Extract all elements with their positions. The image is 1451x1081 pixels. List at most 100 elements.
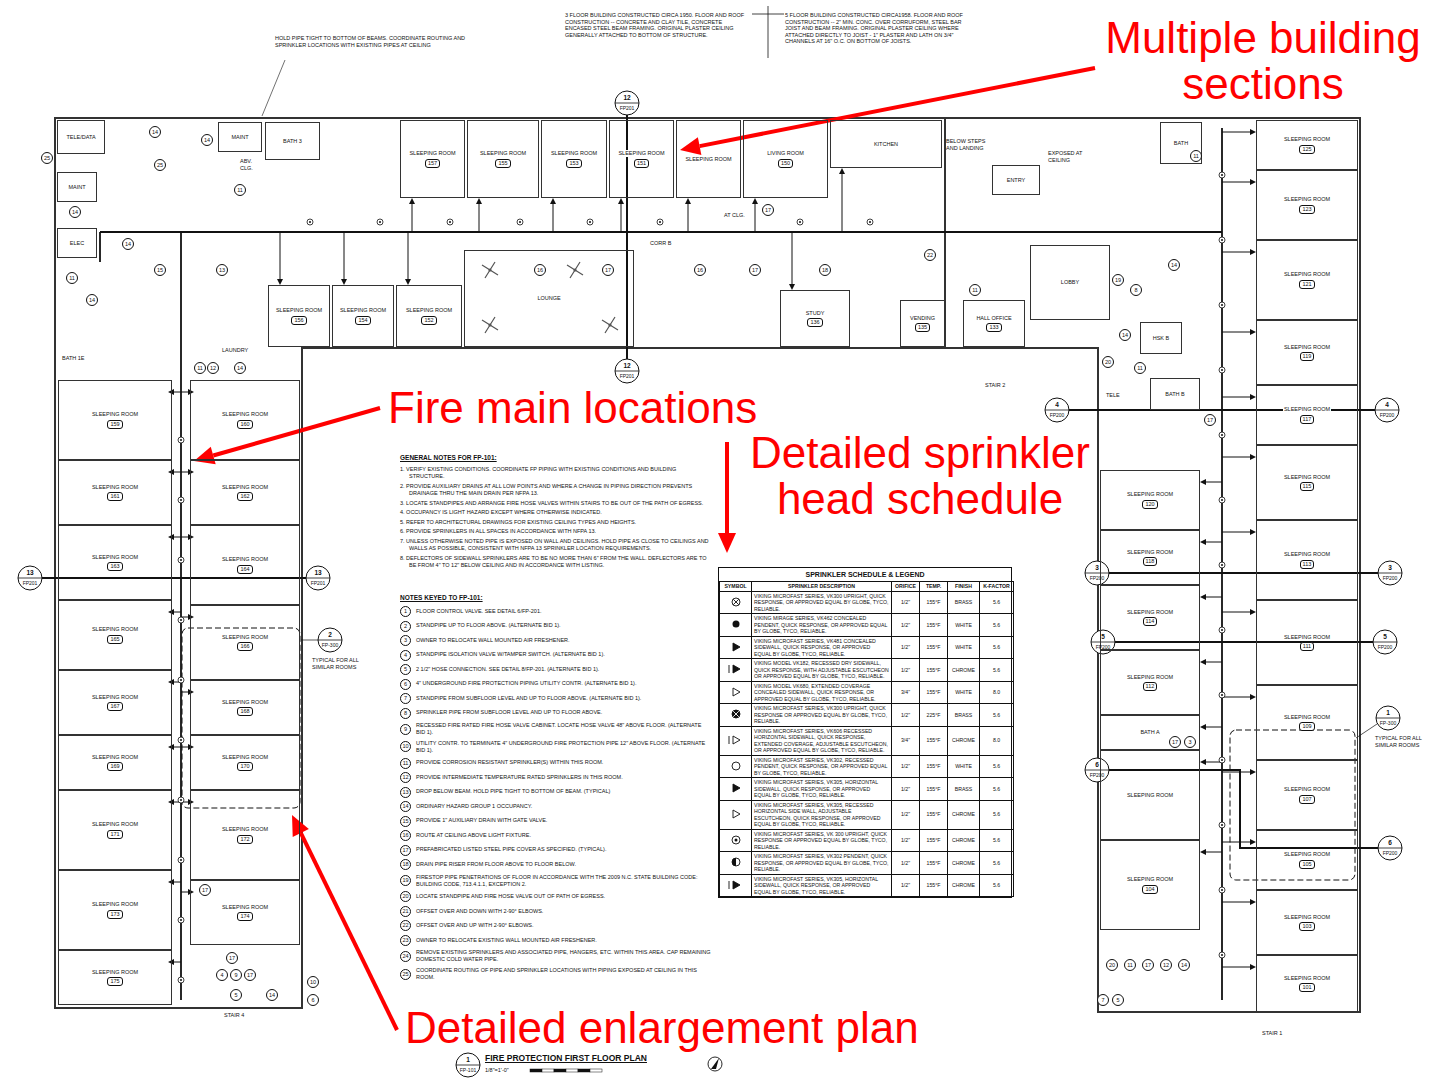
callout-annotation: Detailed sprinkler head schedule — [730, 430, 1110, 522]
table-cell: VIKING MICROFAST SERIES, VK 300 UPRIGHT,… — [754, 831, 887, 850]
keyed-number: 16 — [400, 830, 411, 841]
sidewall-sprinkler — [1200, 479, 1206, 485]
marker-circle — [1378, 836, 1402, 860]
table-cell: 1/2" — [901, 837, 910, 843]
north-arrow — [708, 1057, 722, 1071]
symbol-circle — [732, 858, 740, 866]
keyed-number: 25 — [400, 969, 411, 980]
room-name: SLEEPING ROOM — [91, 821, 139, 827]
upright-sprinkler — [1219, 497, 1225, 503]
table-cell-box: 5.6 — [980, 778, 1014, 801]
section-marker-sheet: FP200 — [1091, 644, 1115, 650]
keyed-note: PREFABRICATED LISTED STEEL PIPE COVER AS… — [416, 846, 606, 853]
keyed-number: 11 — [400, 758, 411, 769]
sidewall-sprinkler — [188, 534, 194, 540]
sidewall-sprinkler — [168, 389, 174, 395]
upright-sprinkler-dot — [589, 221, 591, 223]
table-cell-box: 1/2" — [892, 800, 920, 829]
callout-number: 14 — [201, 134, 213, 146]
room: SLEEPING ROOM167 — [58, 670, 172, 735]
section-marker — [18, 566, 42, 590]
callout-number: 17 — [602, 264, 614, 276]
table-title: SPRINKLER SCHEDULE & LEGEND — [719, 568, 1011, 581]
room-number: 154 — [355, 316, 370, 325]
schedule-grid: SYMBOLSPRINKLER DESCRIPTIONORIFICETEMP.F… — [719, 581, 1014, 897]
keyed-note: FLOOR CONTROL VALVE. SEE DETAIL 6/FP-201… — [416, 608, 542, 615]
plan-note: AT CLG. — [724, 212, 758, 219]
room-label: TELE — [1106, 392, 1120, 399]
fan-blades — [482, 317, 498, 333]
room: SLEEPING ROOM171 — [58, 790, 172, 870]
room: SLEEPING ROOM112 — [1100, 650, 1200, 715]
section-marker-sheet: FP200 — [1378, 575, 1402, 581]
section-marker-sheet: FP200 — [1085, 575, 1109, 581]
upright-sprinkler-dot — [379, 221, 381, 223]
table-cell-box: 155°F — [920, 726, 948, 755]
room-name: VENDING — [909, 315, 936, 321]
section-marker — [306, 566, 330, 590]
upright-sprinkler-dot — [869, 221, 871, 223]
table-header-cell: ORIFICE — [892, 582, 920, 592]
keyed-note-row: 52 1/2" HOSE CONNECTION. SEE DETAIL 8/FP… — [400, 664, 712, 675]
keyed-number: 18 — [400, 859, 411, 870]
marker-divider — [1373, 642, 1397, 643]
keyed-note-row: 19FIRESTOP PIPE PENETRATIONS OF FLOOR IN… — [400, 874, 712, 888]
table-cell-box: 155°F — [920, 852, 948, 875]
upright-sprinkler — [1219, 692, 1225, 698]
upright-sprinkler — [178, 677, 184, 683]
branch-pipe — [1222, 697, 1250, 698]
keyed-number: 10 — [400, 741, 411, 752]
marker-circle — [318, 628, 342, 652]
room: STUDY136 — [780, 290, 850, 347]
upright-sprinkler-dot — [1221, 239, 1223, 241]
table-cell: 1/2" — [901, 786, 910, 792]
room-name: TELE/DATA — [65, 134, 96, 140]
upright-sprinkler-dot — [659, 221, 661, 223]
branch-pipe — [181, 892, 188, 893]
upright-sprinkler-dot — [1221, 499, 1223, 501]
plan-note: HOLD PIPE TIGHT TO BOTTOM OF BEAMS. COOR… — [275, 35, 475, 48]
keyed-number: 2 — [400, 621, 411, 632]
table-header-cell: TEMP. — [920, 582, 948, 592]
room: SLEEPING ROOM115 — [1256, 445, 1358, 520]
upright-sprinkler-dot — [180, 439, 182, 441]
symbol-half — [732, 858, 736, 866]
room-name: SLEEPING ROOM — [1126, 792, 1174, 798]
room-name: SLEEPING ROOM — [339, 307, 387, 313]
sprinkler-symbol — [723, 663, 749, 675]
table-cell-box: WHITE — [948, 636, 980, 659]
callout-number: 17 — [226, 952, 238, 964]
keyed-note: OWNER TO RELOCATE EXISTING WALL MOUNTED … — [416, 937, 597, 944]
branch-pipe — [174, 962, 181, 963]
room-number: 174 — [237, 912, 252, 921]
room-number: 152 — [421, 316, 436, 325]
room-name: SLEEPING ROOM — [91, 484, 139, 490]
table-cell-box: 1/2" — [892, 636, 920, 659]
table-cell-box: 1/2" — [892, 755, 920, 778]
branch-pipe — [1222, 902, 1250, 903]
room-name: SLEEPING ROOM — [550, 150, 598, 156]
table-cell: CHROME — [952, 667, 975, 673]
upright-sprinkler-dot — [180, 799, 182, 801]
keyed-number: 5 — [400, 664, 411, 675]
table-cell-box: 225°F — [920, 704, 948, 727]
callout-number: 11 — [194, 362, 206, 374]
callout-number: 15 — [154, 264, 166, 276]
room-number: 114 — [1143, 617, 1158, 626]
upright-sprinkler-dot — [1221, 889, 1223, 891]
callout-arrow — [292, 815, 397, 1030]
callout-number: 16 — [534, 264, 546, 276]
callout-number: 17 — [1169, 736, 1181, 748]
symbol-cell — [720, 778, 752, 801]
room-number: 173 — [107, 910, 122, 919]
table-cell-box: 5.6 — [980, 874, 1014, 897]
room: HALL OFFICE133 — [963, 300, 1025, 347]
room: SLEEPING ROOM162 — [190, 460, 300, 525]
keyed-note: DRAIN PIPE RISER FROM FLOOR ABOVE TO FLO… — [416, 861, 576, 868]
leader-line — [1356, 724, 1377, 738]
keyed-note: STANDPIPE FROM SUBFLOOR LEVEL AND UP TO … — [416, 695, 641, 702]
table-cell: 155°F — [927, 599, 941, 605]
callout-number: 17 — [199, 884, 211, 896]
upright-sprinkler-dot — [1221, 759, 1223, 761]
